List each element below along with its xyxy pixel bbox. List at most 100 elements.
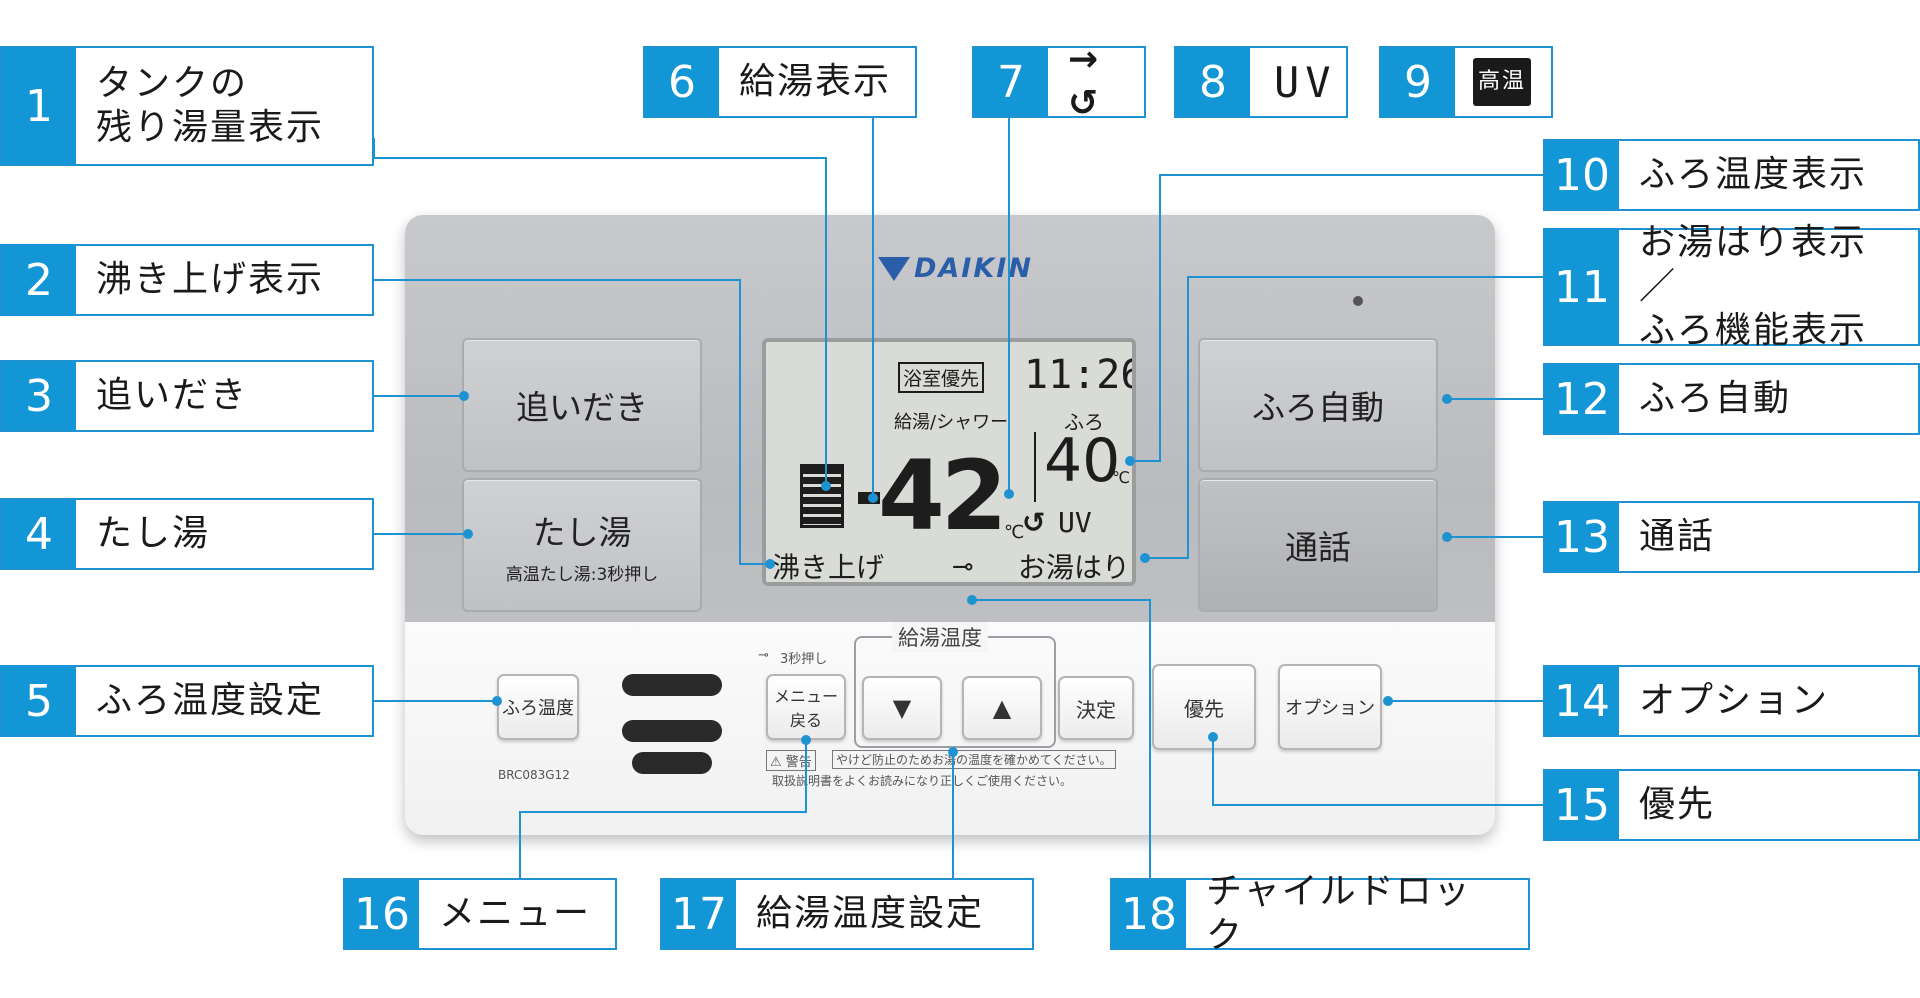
menu-button[interactable]: メニュー 戻る (766, 674, 846, 740)
button-label: 通話 (1285, 528, 1351, 567)
furo-label: ふろ (1064, 410, 1104, 434)
callout-number: 12 (1545, 365, 1619, 433)
button-label: ふろ自動 (1252, 388, 1384, 427)
high-temp-badge: 高温 (1473, 58, 1532, 106)
callout-1: 1 タンクの 残り湯量表示 (0, 46, 374, 166)
lock-hint: 3秒押し (780, 652, 828, 667)
warning-tag-text: 警告 (785, 755, 812, 770)
button-label: 追いだき (516, 388, 648, 427)
callout-label: オプション (1639, 680, 1830, 721)
arrow-return-icon: → ↺ (1068, 39, 1101, 124)
button-label: ふろ温度 (502, 698, 574, 719)
callout-8: 8 UV (1174, 46, 1348, 118)
callout-number: 8 (1176, 48, 1250, 116)
callout-label: タンクの 残り湯量表示 (96, 63, 325, 148)
callout-label: UV (1274, 57, 1337, 107)
callout-label: ふろ自動 (1639, 378, 1792, 419)
callout-label: 優先 (1639, 784, 1716, 825)
callout-label: ふろ温度表示 (1639, 154, 1868, 195)
callout-18: 18 チャイルドロック (1110, 871, 1530, 956)
speaker-slot (622, 674, 722, 696)
callout-number: 6 (645, 48, 719, 116)
microphone-hole (1353, 296, 1363, 306)
callout-15: 15 優先 (1543, 769, 1920, 841)
callout-number: 5 (2, 667, 76, 735)
uv-indicator: UV (1058, 506, 1092, 539)
callout-6: 6 給湯表示 (643, 46, 917, 118)
hot-water-unit: ℃ (1004, 522, 1025, 543)
callout-number: 2 (2, 246, 76, 314)
tashiyu-button[interactable]: たし湯 高温たし湯:3秒押し (462, 478, 702, 612)
callout-label: 通話 (1639, 516, 1716, 557)
callout-label: 沸き上げ表示 (96, 259, 325, 300)
speaker-slot (622, 720, 722, 742)
callout-10: 10 ふろ温度表示 (1543, 139, 1920, 211)
callout-number: 11 (1545, 230, 1619, 344)
callout-11: 11 お湯はり表示／ ふろ機能表示 (1543, 222, 1920, 351)
tsuwa-button[interactable]: 通話 (1198, 478, 1438, 612)
callout-label: メニュー (439, 893, 592, 934)
option-button[interactable]: オプション (1278, 664, 1382, 750)
callout-number: 14 (1545, 667, 1619, 735)
callout-number: 16 (345, 880, 419, 948)
manual-notice: 取扱説明書をよくお読みになり正しくご使用ください。 (772, 774, 1073, 788)
callout-label: ふろ温度設定 (96, 680, 325, 721)
callout-14: 14 オプション (1543, 665, 1920, 737)
callout-12: 12 ふろ自動 (1543, 363, 1920, 435)
callout-label: たし湯 (96, 513, 211, 554)
wakiage-indicator: 沸き上げ (772, 551, 885, 584)
furo-jidou-button[interactable]: ふろ自動 (1198, 338, 1438, 472)
furo-ondo-button[interactable]: ふろ温度 (497, 674, 579, 740)
clock-display: 11:26 (1024, 352, 1136, 398)
down-arrow-icon: ▼ (892, 694, 912, 722)
temperature-up-button[interactable]: ▲ (962, 676, 1042, 740)
speaker-slot (632, 752, 712, 774)
callout-4: 4 たし湯 (0, 498, 374, 570)
callout-5: 5 ふろ温度設定 (0, 665, 374, 737)
bath-temperature: 40 (1044, 426, 1121, 496)
callout-label: チャイルドロック (1206, 871, 1472, 956)
callout-16: 16 メニュー (343, 878, 617, 950)
callout-number: 9 (1381, 48, 1455, 116)
callout-number: 18 (1112, 880, 1186, 948)
callout-number: 1 (2, 48, 76, 164)
callout-number: 4 (2, 500, 76, 568)
kettei-button[interactable]: 決定 (1058, 676, 1134, 740)
button-label: オプション (1285, 698, 1375, 719)
callout-number: 10 (1545, 141, 1619, 209)
daikin-logo: DAIKIN (878, 253, 1033, 284)
button-label: 優先 (1184, 696, 1224, 721)
callout-2: 2 沸き上げ表示 (0, 244, 374, 316)
callout-label: お湯はり表示／ ふろ機能表示 (1639, 222, 1868, 351)
temperature-down-button[interactable]: ▼ (862, 676, 942, 740)
button-label: たし湯 (532, 512, 632, 552)
hot-water-temperature: 42 (878, 440, 1008, 552)
callout-13: 13 通話 (1543, 501, 1920, 573)
kyuto-label: 給湯/シャワー (894, 412, 1009, 433)
callout-number: 17 (662, 880, 736, 948)
faucet-icon (858, 492, 880, 504)
brand-text: DAIKIN (914, 253, 1033, 284)
callout-label: 給湯表示 (739, 61, 892, 102)
tank-level-icon (800, 464, 844, 528)
oyuhari-indicator: お湯はり (1018, 551, 1131, 584)
callout-label: 追いだき (96, 375, 249, 416)
callout-number: 7 (974, 48, 1048, 116)
button-label: 決定 (1076, 697, 1116, 722)
bathroom-priority-indicator: 浴室優先 (898, 362, 985, 393)
bath-divider (1034, 432, 1036, 502)
callout-number: 13 (1545, 503, 1619, 571)
callout-label: 給湯温度設定 (756, 893, 985, 934)
return-arrow-icon: ↺ (1022, 506, 1046, 539)
model-number: BRC083G12 (498, 768, 570, 782)
lcd-display: 浴室優先 11:26 給湯/シャワー ふろ 42 ℃ 40 ℃ ↺ UV 沸き上… (762, 338, 1136, 586)
button-sublabel: 戻る (789, 711, 822, 730)
oidaki-button[interactable]: 追いだき (462, 338, 702, 472)
bath-unit: ℃ (1112, 468, 1130, 487)
up-arrow-icon: ▲ (992, 694, 1012, 722)
callout-number: 3 (2, 362, 76, 430)
child-lock-icon: ⊸ (952, 552, 974, 582)
button-label: メニュー (773, 687, 838, 706)
group-label: 給湯温度 (892, 622, 988, 652)
yuusen-button[interactable]: 優先 (1152, 664, 1256, 750)
